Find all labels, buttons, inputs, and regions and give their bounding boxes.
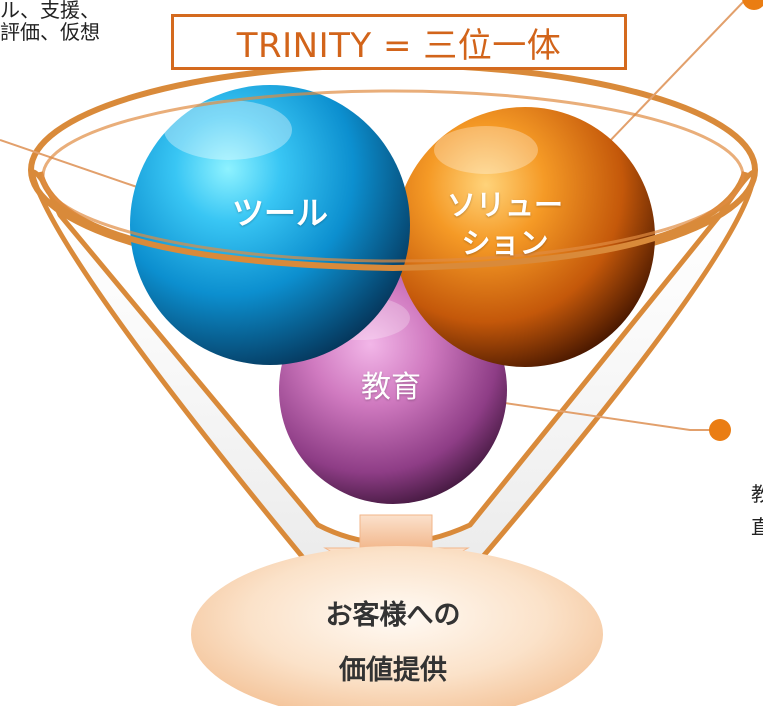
value-provision-line-1: お客様への — [325, 600, 461, 631]
bullet-solution — [742, 0, 763, 10]
sphere-solution — [395, 107, 655, 367]
sphere-tool — [130, 85, 410, 365]
arrow-shaft — [359, 514, 433, 551]
top-left-text-line-1: ル、支援、 — [0, 0, 100, 22]
leader-line-solution — [605, 0, 746, 146]
right-text-fragment-1: 教 — [751, 482, 763, 506]
leader-line-tool — [0, 139, 141, 189]
sphere-tool-highlight — [164, 100, 292, 160]
value-provision-line-2: 価値提供 — [339, 655, 447, 686]
top-left-text-line-2: 評価、仮想 — [0, 20, 100, 44]
funnel-rim-inner — [41, 89, 745, 263]
funnel-rim-front — [37, 171, 748, 272]
solution-label-line-1: ソリュー — [446, 188, 563, 222]
trinity-title-box: TRINITY = 三位一体 — [171, 14, 627, 70]
solution-label-line-2: ション — [461, 226, 549, 260]
education-label: 教育 — [361, 370, 421, 405]
bullet-education — [709, 419, 731, 441]
right-text-fragment-2: 直 — [751, 515, 763, 539]
solution-label: ソリュー ション — [430, 186, 580, 262]
sphere-solution-highlight — [434, 126, 538, 174]
value-ellipse — [191, 546, 603, 706]
tool-label: ツール — [231, 194, 328, 232]
